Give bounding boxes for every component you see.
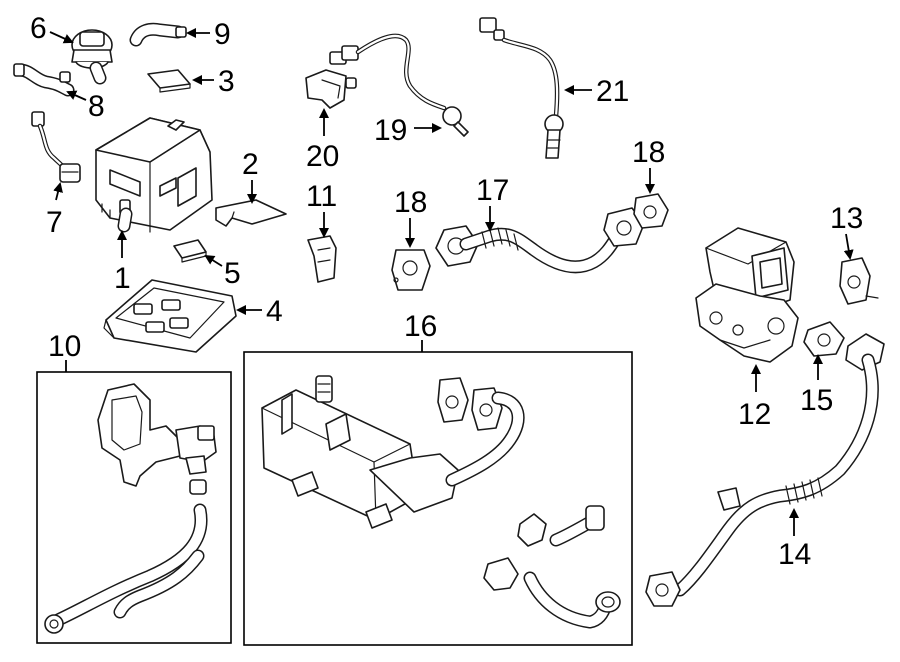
callout-4: 4 [266, 295, 283, 328]
callout-15: 15 [800, 384, 833, 417]
bracket-and-valve-part-10 [44, 383, 217, 634]
egr-valve-part-12 [695, 227, 799, 363]
callout-1: 1 [114, 262, 131, 295]
callout-5: 5 [224, 257, 241, 290]
oxygen-sensor-part-19 [341, 33, 469, 137]
callout-8: 8 [88, 90, 105, 123]
gasket-part-13 [839, 257, 879, 305]
callout-6: 6 [30, 12, 47, 45]
callout-19: 19 [374, 114, 407, 147]
callout-21: 21 [596, 75, 629, 108]
canister-part-1 [95, 117, 213, 233]
pad-part-5 [173, 239, 207, 263]
connector-part-20 [305, 51, 357, 109]
leader-lines [49, 28, 854, 536]
callout-11: 11 [306, 180, 337, 213]
fitting-part-11 [307, 235, 337, 283]
callout-14: 14 [778, 538, 811, 571]
egr-cooler-part-16 [261, 375, 621, 629]
egr-tube-part-14 [645, 333, 885, 607]
callout-18-right: 18 [632, 136, 665, 169]
gasket-part-18-right [633, 193, 669, 229]
callout-16: 16 [404, 310, 437, 343]
sensor-part-7 [31, 111, 81, 183]
callout-3: 3 [218, 65, 235, 98]
callout-numbers: 1 2 3 4 5 6 7 8 9 10 11 12 13 14 15 16 1… [30, 12, 863, 571]
gasket-part-18-left [391, 249, 431, 291]
callout-20: 20 [306, 140, 339, 173]
gasket-part-15 [803, 321, 845, 357]
callout-12: 12 [738, 398, 771, 431]
callout-10: 10 [48, 330, 81, 363]
callout-18-left: 18 [394, 186, 427, 219]
callout-17: 17 [476, 174, 509, 207]
callout-7: 7 [46, 206, 63, 239]
callout-13: 13 [830, 202, 863, 235]
callout-2: 2 [242, 148, 259, 181]
tray-part-4 [103, 279, 237, 353]
callout-9: 9 [214, 18, 231, 51]
purge-valve-part [71, 29, 113, 85]
group-box-16 [243, 351, 633, 646]
bracket-part-2 [215, 199, 287, 227]
oxygen-sensor-part-21 [479, 17, 564, 159]
group-box-10 [36, 371, 232, 644]
hose-part-9 [129, 22, 187, 47]
hose-part-8 [13, 63, 75, 97]
pad-part-3 [147, 69, 191, 93]
egr-tube-part-17 [435, 207, 645, 274]
